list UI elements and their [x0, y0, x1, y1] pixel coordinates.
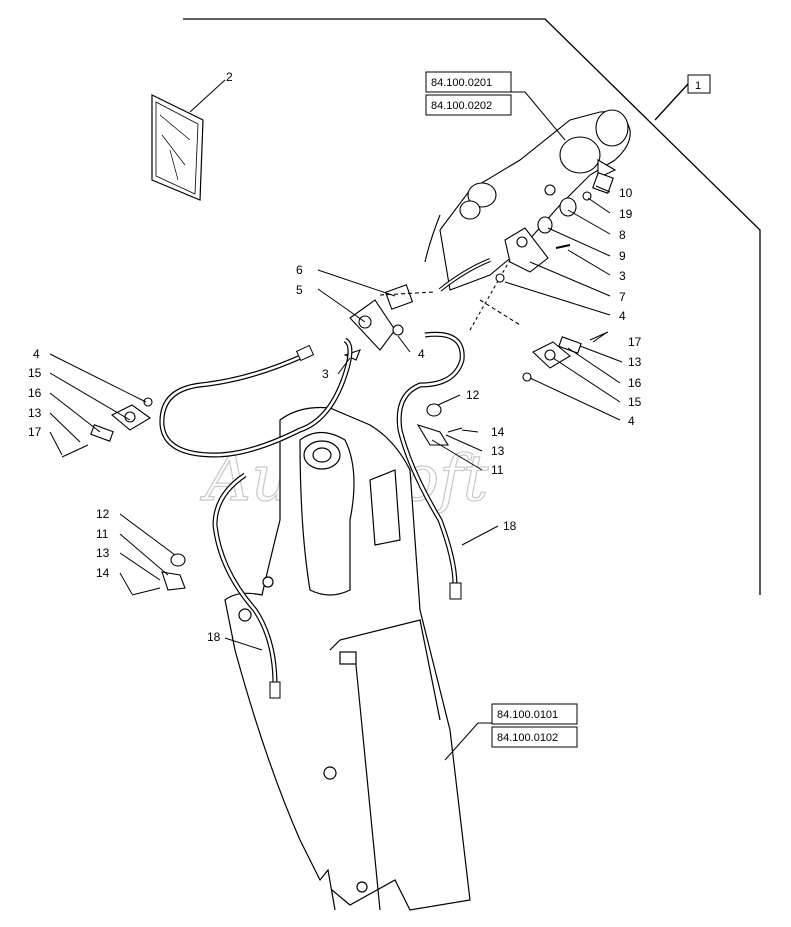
callout-13-right: 13 [628, 355, 642, 369]
callout-16-right: 16 [628, 376, 642, 390]
leader-lines [49, 79, 623, 651]
hose-left [159, 337, 353, 699]
ref-code-bottom-1: 84.100.0101 [497, 709, 558, 721]
callout-labels: 2 10 19 8 9 3 7 4 6 5 4 3 17 13 16 15 4 … [28, 70, 642, 644]
callout-14-lower: 14 [96, 566, 110, 580]
callout-13-left: 13 [28, 406, 42, 420]
ref-code-box-top-1[interactable] [425, 71, 512, 93]
callout-15-right: 15 [628, 395, 642, 409]
callout-18-left: 18 [207, 630, 221, 644]
group-box-1[interactable] [687, 74, 711, 94]
right-clamp-assembly [522, 331, 609, 382]
group-label-1: 1 [687, 74, 711, 94]
callout-4-center: 4 [418, 347, 425, 361]
hose-right [396, 331, 465, 600]
callout-11-lower: 11 [96, 527, 109, 541]
callout-15-left: 15 [28, 366, 42, 380]
ref-box-top: 84.100.0201 84.100.0202 [425, 71, 566, 141]
ref-code-top-1: 84.100.0201 [431, 77, 492, 89]
callout-4-right: 4 [628, 414, 635, 428]
ref-code-box-top-2[interactable] [425, 94, 512, 116]
group-number-1: 1 [695, 80, 701, 92]
callout-14-upper: 14 [491, 425, 505, 439]
callout-16-left: 16 [28, 386, 42, 400]
callout-18-right: 18 [503, 519, 517, 533]
callout-5: 5 [296, 283, 303, 297]
callout-12-upper: 12 [466, 388, 480, 402]
callout-10: 10 [619, 186, 633, 200]
callout-17-left: 17 [28, 425, 42, 439]
callout-2: 2 [226, 70, 233, 84]
boom-arm [224, 406, 471, 911]
ref-code-bottom-2: 84.100.0102 [497, 732, 558, 744]
callout-8: 8 [619, 228, 626, 242]
callout-12-lower: 12 [96, 507, 110, 521]
ref-code-box-bottom-2[interactable] [491, 726, 578, 748]
callout-13-upper: 13 [491, 444, 505, 458]
callout-19: 19 [619, 207, 633, 221]
right-fitting-assembly [379, 172, 614, 296]
callout-6: 6 [296, 263, 303, 277]
callout-3-right: 3 [619, 269, 626, 283]
upper-boom-section [424, 109, 631, 331]
callout-3-center: 3 [322, 367, 329, 381]
fitting-group-lower [131, 553, 186, 596]
left-clamp-assembly [61, 397, 153, 458]
ref-code-box-bottom-1[interactable] [491, 703, 578, 725]
fitting-group-upper [416, 403, 463, 446]
callout-17-right: 17 [628, 335, 642, 349]
group-bracket-1 [183, 18, 761, 595]
callout-9: 9 [619, 249, 626, 263]
ref-code-top-2: 84.100.0202 [431, 100, 492, 112]
callout-7: 7 [619, 290, 626, 304]
callout-4-left: 4 [33, 347, 40, 361]
manual-document [151, 94, 204, 201]
callout-4-right-top: 4 [619, 309, 626, 323]
mounting-plate-assembly [343, 284, 414, 361]
callout-13-lower: 13 [96, 546, 110, 560]
callout-11-upper: 11 [491, 463, 504, 477]
ref-box-bottom: 84.100.0101 84.100.0102 [444, 703, 578, 761]
